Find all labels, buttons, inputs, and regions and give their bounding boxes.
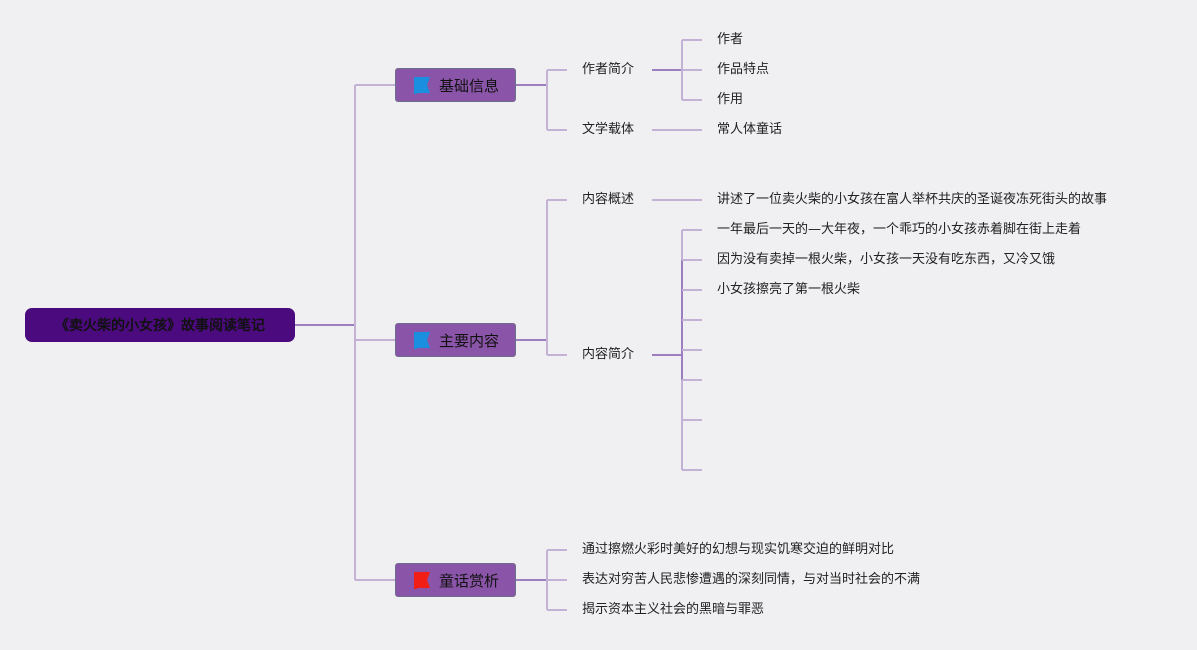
leaf-topic[interactable]: 作者: [717, 32, 744, 47]
leaf-topic[interactable]: 揭示资本主义社会的黑暗与罪恶: [582, 602, 765, 617]
main-topic-analysis[interactable]: 童话赏析: [395, 563, 516, 597]
leaf-topic[interactable]: 一年最后一天的—大年夜，一个乖巧的小女孩赤着脚在街上走着: [717, 222, 1082, 237]
subtopic-content-summary[interactable]: 内容简介: [582, 347, 635, 362]
subtopic-content-overview[interactable]: 内容概述: [582, 192, 635, 207]
leaf-topic[interactable]: 表达对穷苦人民悲惨遭遇的深刻同情，与对当时社会的不满: [582, 572, 921, 587]
leaf-topic[interactable]: 小女孩擦亮了第一根火柴: [717, 282, 861, 297]
main-topic-basic-info[interactable]: 基础信息: [395, 68, 516, 102]
main-topic-label: 童话赏析: [439, 571, 500, 590]
subtopic-author-intro[interactable]: 作者简介: [582, 62, 635, 77]
leaf-topic[interactable]: 讲述了一位卖火柴的小女孩在富人举杯共庆的圣诞夜冻死街头的故事: [717, 192, 1108, 207]
leaf-topic[interactable]: 作品特点: [717, 62, 770, 77]
main-topic-label: 基础信息: [439, 76, 500, 95]
subtopic-literary-carrier[interactable]: 文学载体: [582, 122, 635, 137]
blue-flag-icon: [414, 332, 430, 349]
leaf-topic[interactable]: 通过擦燃火彩时美好的幻想与现实饥寒交迫的鲜明对比: [582, 542, 895, 557]
red-flag-icon: [414, 572, 430, 589]
root-topic-label: 《卖火柴的小女孩》故事阅读笔记: [55, 318, 265, 334]
root-topic[interactable]: 《卖火柴的小女孩》故事阅读笔记: [25, 308, 295, 342]
leaf-topic[interactable]: 因为没有卖掉一根火柴，小女孩一天没有吃东西，又冷又饿: [717, 252, 1056, 267]
blue-flag-icon: [414, 77, 430, 94]
leaf-topic[interactable]: 常人体童话: [717, 122, 783, 137]
main-topic-main-content[interactable]: 主要内容: [395, 323, 516, 357]
main-topic-label: 主要内容: [439, 331, 500, 350]
leaf-topic[interactable]: 作用: [717, 92, 744, 107]
